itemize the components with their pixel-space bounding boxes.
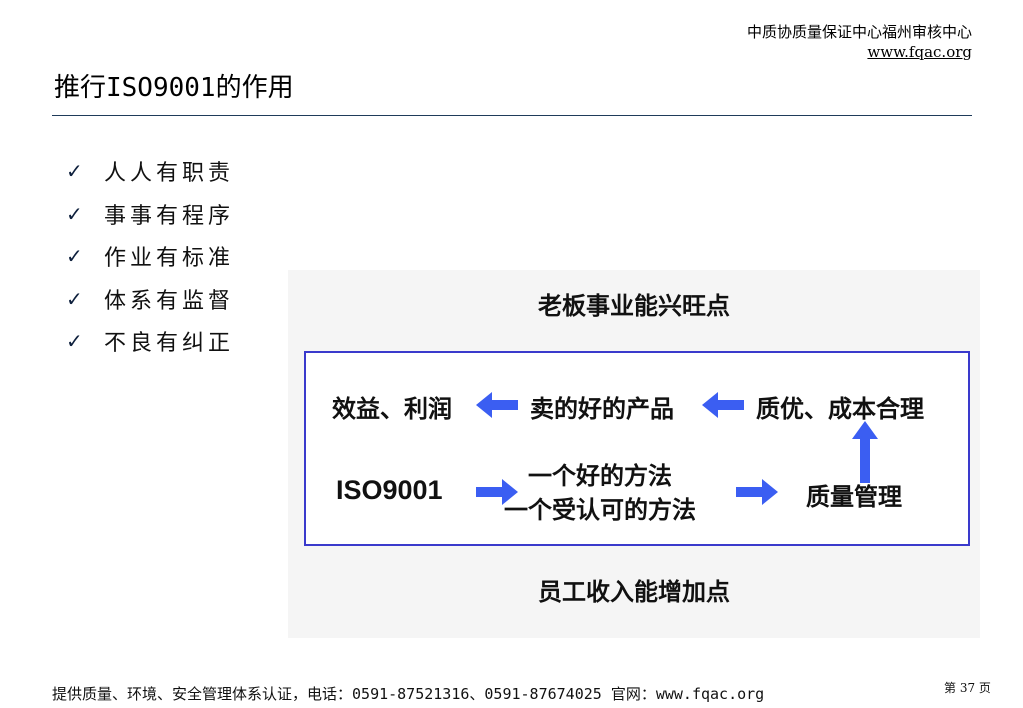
bullet-text: 人人有职责 <box>104 161 235 187</box>
node-iso9001: ISO9001 <box>336 475 443 505</box>
list-item: ✓ 作业有标准 <box>66 235 234 278</box>
footer-contact: 提供质量、环境、安全管理体系认证，电话：0591-87521316、0591-8… <box>52 685 765 703</box>
bullet-text: 不良有纠正 <box>104 331 235 357</box>
arrow-left-icon <box>476 392 518 418</box>
arrow-up-icon <box>852 421 878 483</box>
checkmark-icon: ✓ <box>66 244 83 269</box>
diagram-flow-box: 效益、利润 卖的好的产品 质优、成本合理 ISO9001 一个好的方法 一个受认… <box>304 351 970 546</box>
checkmark-icon: ✓ <box>66 329 83 354</box>
iso-benefit-diagram: 老板事业能兴旺点 效益、利润 卖的好的产品 质优、成本合理 ISO9001 一个… <box>288 270 980 638</box>
node-quality-cost: 质优、成本合理 <box>756 395 924 423</box>
arrow-right-icon <box>476 479 518 505</box>
node-benefit: 效益、利润 <box>332 395 452 423</box>
list-item: ✓ 事事有程序 <box>66 193 234 236</box>
list-item: ✓ 人人有职责 <box>66 150 234 193</box>
checkmark-icon: ✓ <box>66 201 83 226</box>
node-quality-management: 质量管理 <box>806 483 902 511</box>
bullet-list: ✓ 人人有职责 ✓ 事事有程序 ✓ 作业有标准 ✓ 体系有监督 ✓ 不良有纠正 <box>66 150 234 363</box>
node-method: 一个好的方法 一个受认可的方法 <box>504 459 696 527</box>
method-line-2: 一个受认可的方法 <box>504 496 696 524</box>
page-number: 第 37 页 <box>944 681 991 695</box>
checkmark-icon: ✓ <box>66 286 83 311</box>
diagram-bottom-label: 员工收入能增加点 <box>538 578 730 606</box>
title-divider <box>52 115 972 116</box>
bullet-text: 作业有标准 <box>104 246 235 272</box>
page-title: 推行ISO9001的作用 <box>54 73 294 103</box>
checkmark-icon: ✓ <box>66 159 83 184</box>
bullet-text: 事事有程序 <box>104 203 235 229</box>
diagram-top-label: 老板事业能兴旺点 <box>538 292 730 320</box>
bullet-text: 体系有监督 <box>104 288 235 314</box>
list-item: ✓ 体系有监督 <box>66 278 234 321</box>
node-good-product: 卖的好的产品 <box>530 395 674 423</box>
website-link[interactable]: www.fqac.org <box>867 43 972 61</box>
organization-name: 中质协质量保证中心福州审核中心 <box>746 23 972 41</box>
list-item: ✓ 不良有纠正 <box>66 320 234 363</box>
arrow-left-icon <box>702 392 744 418</box>
method-line-1: 一个好的方法 <box>528 462 672 490</box>
arrow-right-icon <box>736 479 778 505</box>
header-organization-block: 中质协质量保证中心福州审核中心 www.fqac.org <box>747 22 972 62</box>
